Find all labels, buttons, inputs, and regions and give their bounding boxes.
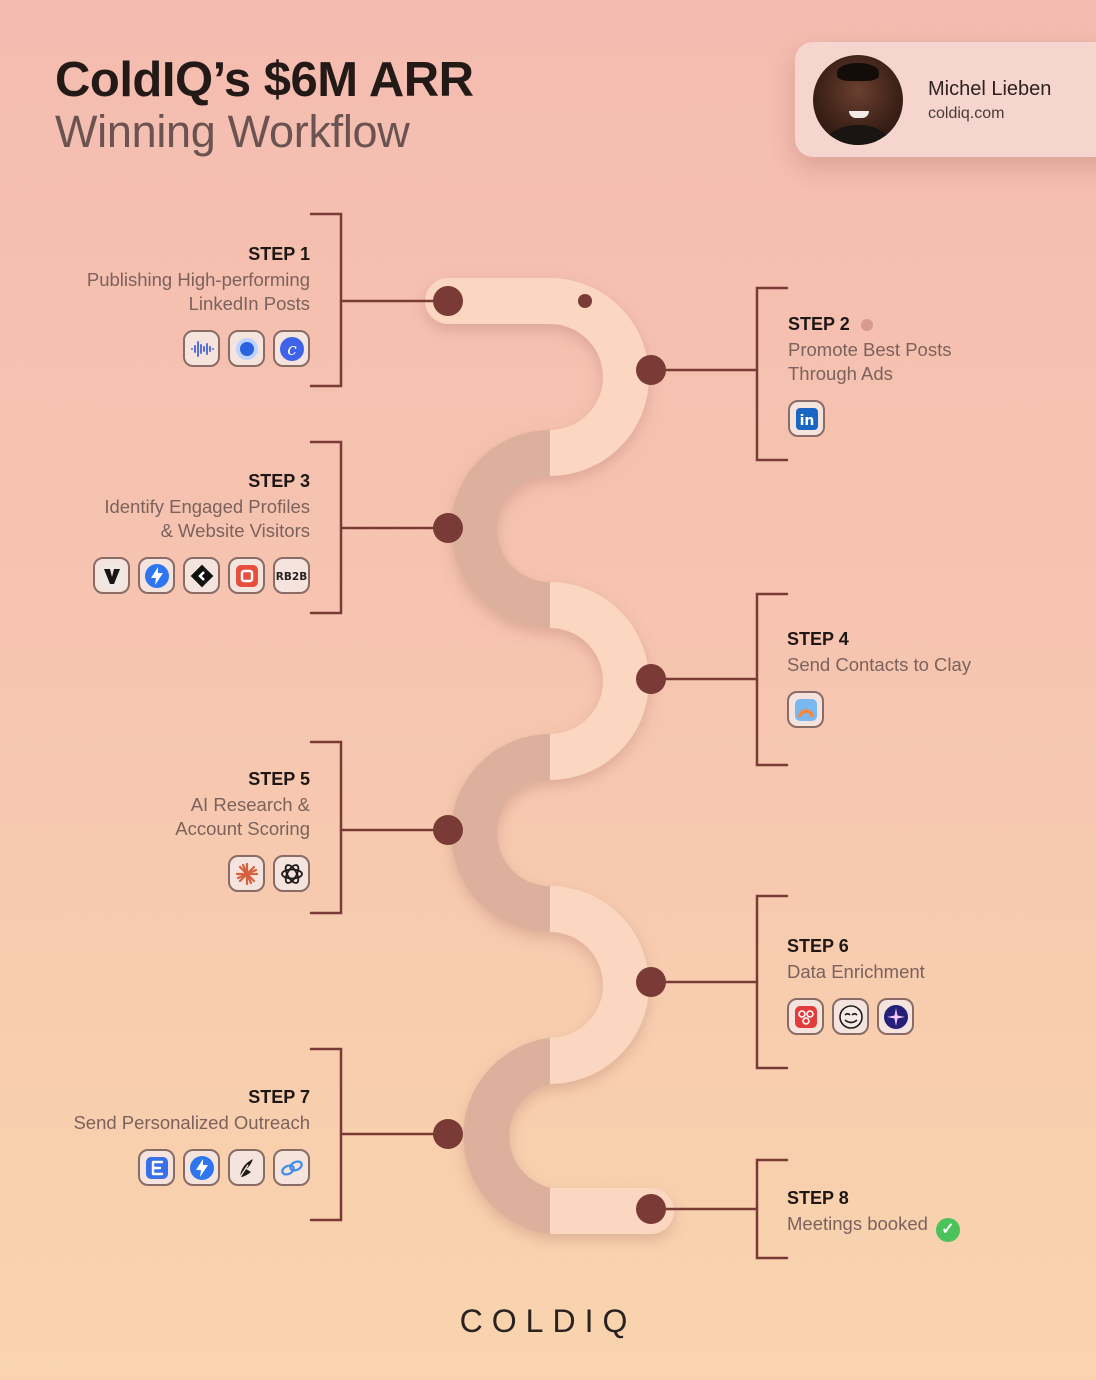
- tool-icons: RB2B: [93, 557, 310, 594]
- purple-spark-icon: [877, 998, 914, 1035]
- e-logo-icon: [138, 1149, 175, 1186]
- author-website[interactable]: coldiq.com: [928, 105, 1005, 122]
- indicator-dot: [860, 319, 873, 331]
- svg-text:RB2B: RB2B: [276, 571, 307, 583]
- step-description: Identify Engaged Profiles & Website Visi…: [104, 496, 310, 541]
- step-2: STEP 2 Promote Best Posts Through Ads in: [788, 314, 951, 437]
- step-label: STEP 7: [248, 1087, 310, 1107]
- face-icon: [832, 998, 869, 1035]
- red-hub-icon: [787, 998, 824, 1035]
- checkmark-icon: ✓: [935, 1218, 960, 1242]
- page-subtitle: Winning Workflow: [55, 106, 410, 157]
- lightning-icon: [183, 1149, 220, 1186]
- step-description: Meetings booked✓: [787, 1212, 960, 1242]
- step-description: Send Contacts to Clay: [787, 654, 972, 675]
- step-label: STEP 4: [787, 629, 849, 649]
- bracket-step-5: [309, 740, 343, 915]
- svg-text:in: in: [799, 413, 814, 429]
- tool-icons: [787, 998, 925, 1035]
- lightning-icon: [138, 557, 175, 594]
- step-label: STEP 5: [248, 769, 310, 789]
- tool-icons: [73, 1149, 310, 1186]
- step-label: STEP 2: [788, 314, 951, 335]
- step-description: Publishing High-performing LinkedIn Post…: [86, 269, 310, 314]
- rb2b-icon: RB2B: [273, 557, 310, 594]
- bracket-step-6: [755, 894, 789, 1070]
- step-label: STEP 6: [787, 936, 849, 956]
- blue-circle-icon: [228, 330, 265, 367]
- bracket-step-7: [309, 1047, 343, 1222]
- road: [425, 278, 674, 1234]
- node-step-5: [433, 815, 463, 845]
- step-label: STEP 1: [248, 244, 310, 264]
- road-marker: [578, 294, 592, 308]
- audio-wave-icon: [183, 330, 220, 367]
- author-name: Michel Lieben: [928, 78, 1052, 100]
- node-step-6: [636, 967, 666, 997]
- node-step-1: [433, 286, 463, 316]
- bracket-step-3: [309, 440, 343, 615]
- c-logo-icon: c: [273, 330, 310, 367]
- linkedin-icon: in: [788, 400, 825, 437]
- diamond-arrow-icon: [183, 557, 220, 594]
- quill-icon: [228, 1149, 265, 1186]
- author-card: Michel Lieben coldiq.com: [795, 42, 1096, 157]
- step-6: STEP 6 Data Enrichment: [787, 936, 925, 1035]
- step-8: STEP 8 Meetings booked✓: [787, 1188, 960, 1242]
- tool-icons: c: [87, 330, 310, 367]
- tool-icons: [787, 691, 971, 728]
- page-title: ColdIQ’s $6M ARR: [55, 53, 474, 107]
- v-logo-icon: [93, 557, 130, 594]
- node-step-8: [636, 1194, 666, 1224]
- bracket-step-2: [755, 286, 789, 462]
- svg-text:c: c: [287, 340, 297, 360]
- linked-chain-icon: [273, 1149, 310, 1186]
- step-1: STEP 1 Publishing High-performing Linked…: [87, 244, 310, 367]
- avatar: [813, 55, 903, 145]
- step-description: Data Enrichment: [787, 961, 925, 982]
- node-step-2: [636, 355, 666, 385]
- step-3: STEP 3 Identify Engaged Profiles & Websi…: [93, 471, 310, 594]
- node-step-3: [433, 513, 463, 543]
- node-step-4: [636, 664, 666, 694]
- step-description: AI Research & Account Scoring: [175, 794, 310, 839]
- step-description: Send Personalized Outreach: [73, 1112, 310, 1133]
- step-4: STEP 4 Send Contacts to Clay: [787, 629, 971, 728]
- step-label: STEP 3: [248, 471, 310, 491]
- bracket-step-4: [755, 592, 789, 767]
- step-description: Promote Best Posts Through Ads: [788, 339, 952, 384]
- bracket-step-8: [755, 1158, 789, 1260]
- step-5: STEP 5 AI Research & Account Scoring: [175, 769, 310, 892]
- clay-icon: [787, 691, 824, 728]
- bracket-step-1: [309, 212, 343, 388]
- claude-icon: [228, 855, 265, 892]
- brand-logo: COLDIQ: [459, 1303, 637, 1339]
- openai-icon: [273, 855, 310, 892]
- tool-icons: in: [788, 400, 951, 437]
- red-square-icon: [228, 557, 265, 594]
- step-7: STEP 7 Send Personalized Outreach: [73, 1087, 310, 1186]
- step-label: STEP 8: [787, 1188, 849, 1208]
- node-step-7: [433, 1119, 463, 1149]
- tool-icons: [175, 855, 310, 892]
